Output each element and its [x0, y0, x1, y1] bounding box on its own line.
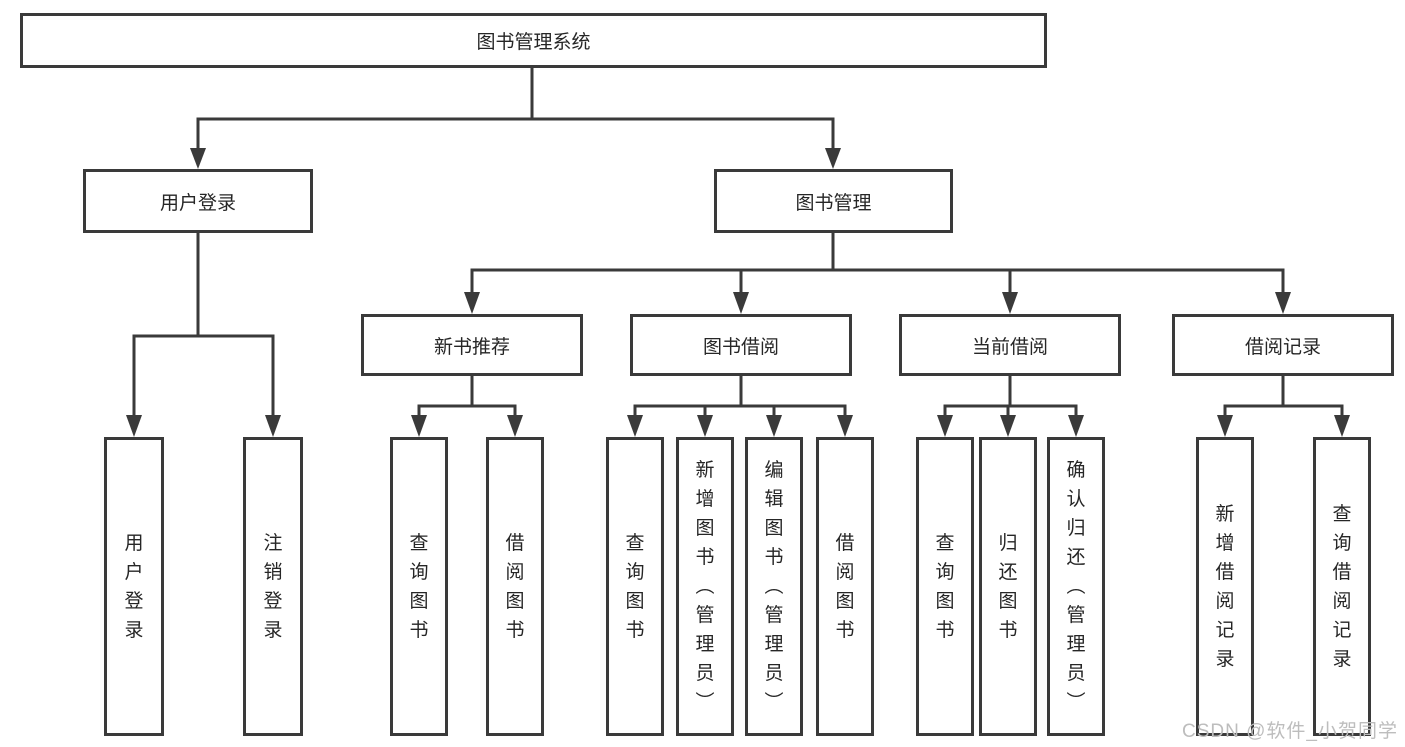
node-user-login-label: 用户登录 — [159, 192, 236, 214]
arrow-down-icon — [411, 415, 427, 437]
arrow-down-icon — [1334, 415, 1350, 437]
node-leaf-query-books-borrow-label: 查询图书 — [625, 532, 645, 641]
node-leaf-query-books-borrow: 查询图书 — [606, 437, 664, 736]
node-leaf-query-borrow-record-label: 查询借阅记录 — [1332, 503, 1352, 670]
node-leaf-query-books-current-label: 查询图书 — [935, 532, 955, 641]
arrow-down-icon — [190, 148, 206, 169]
arrow-down-icon — [733, 292, 749, 314]
node-new-books: 新书推荐 — [361, 314, 583, 376]
arrow-down-icon — [1275, 292, 1291, 314]
edge-book-borrow-to-leaves — [627, 376, 853, 437]
node-leaf-add-borrow-record-label: 新增借阅记录 — [1215, 503, 1235, 670]
node-leaf-add-books-label: 新增图书︵管理员︶ — [695, 460, 715, 713]
node-book-mgmt: 图书管理 — [714, 169, 953, 233]
arrow-down-icon — [1000, 415, 1016, 437]
edge-root-to-level2 — [190, 68, 841, 169]
arrow-down-icon — [937, 415, 953, 437]
node-leaf-query-books-current: 查询图书 — [916, 437, 974, 736]
node-leaf-edit-books-label: 编辑图书︵管理员︶ — [764, 460, 784, 713]
node-leaf-borrow-books-new: 借阅图书 — [486, 437, 544, 736]
node-root: 图书管理系统 — [20, 13, 1047, 68]
arrow-down-icon — [1002, 292, 1018, 314]
node-leaf-confirm-return-label: 确认归还︵管理员︶ — [1066, 460, 1086, 713]
node-current-borrow: 当前借阅 — [899, 314, 1121, 376]
node-leaf-logout: 注销登录 — [243, 437, 303, 736]
node-user-login: 用户登录 — [83, 169, 313, 233]
arrow-down-icon — [126, 415, 142, 437]
node-leaf-user-login-label: 用户登录 — [124, 532, 144, 641]
arrow-down-icon — [507, 415, 523, 437]
edge-borrow-records-to-leaves — [1217, 376, 1350, 437]
node-borrow-records-label: 借阅记录 — [1244, 336, 1321, 358]
arrow-down-icon — [766, 415, 782, 437]
node-current-borrow-label: 当前借阅 — [971, 336, 1048, 358]
node-leaf-borrow-books-new-label: 借阅图书 — [505, 532, 525, 641]
node-leaf-return-books: 归还图书 — [979, 437, 1037, 736]
node-book-borrow-label: 图书借阅 — [702, 336, 779, 358]
node-leaf-query-books-new-label: 查询图书 — [409, 532, 429, 641]
edge-new-books-to-leaves — [411, 376, 523, 437]
arrow-down-icon — [627, 415, 643, 437]
edge-book-mgmt-to-level3 — [464, 233, 1291, 314]
node-leaf-query-books-new: 查询图书 — [390, 437, 448, 736]
node-leaf-edit-books: 编辑图书︵管理员︶ — [745, 437, 803, 736]
node-leaf-query-borrow-record: 查询借阅记录 — [1313, 437, 1371, 736]
node-leaf-confirm-return: 确认归还︵管理员︶ — [1047, 437, 1105, 736]
node-new-books-label: 新书推荐 — [433, 336, 510, 358]
node-leaf-return-books-label: 归还图书 — [998, 532, 1018, 641]
node-leaf-borrow-books-label: 借阅图书 — [835, 532, 855, 641]
arrow-down-icon — [697, 415, 713, 437]
node-root-label: 图书管理系统 — [476, 32, 591, 53]
arrow-down-icon — [464, 292, 480, 314]
arrow-down-icon — [265, 415, 281, 437]
node-borrow-records: 借阅记录 — [1172, 314, 1394, 376]
node-leaf-borrow-books: 借阅图书 — [816, 437, 874, 736]
node-leaf-add-borrow-record: 新增借阅记录 — [1196, 437, 1254, 736]
edge-user-login-to-leaves — [126, 233, 281, 437]
node-book-mgmt-label: 图书管理 — [795, 192, 872, 214]
arrow-down-icon — [837, 415, 853, 437]
node-leaf-user-login: 用户登录 — [104, 437, 164, 736]
arrow-down-icon — [1068, 415, 1084, 437]
node-leaf-logout-label: 注销登录 — [263, 532, 283, 641]
arrow-down-icon — [825, 148, 841, 169]
node-leaf-add-books: 新增图书︵管理员︶ — [676, 437, 734, 736]
node-book-borrow: 图书借阅 — [630, 314, 852, 376]
csdn-watermark: CSDN @软件_小贺同学 — [1182, 721, 1398, 742]
arrow-down-icon — [1217, 415, 1233, 437]
edge-current-borrow-to-leaves — [937, 376, 1084, 437]
